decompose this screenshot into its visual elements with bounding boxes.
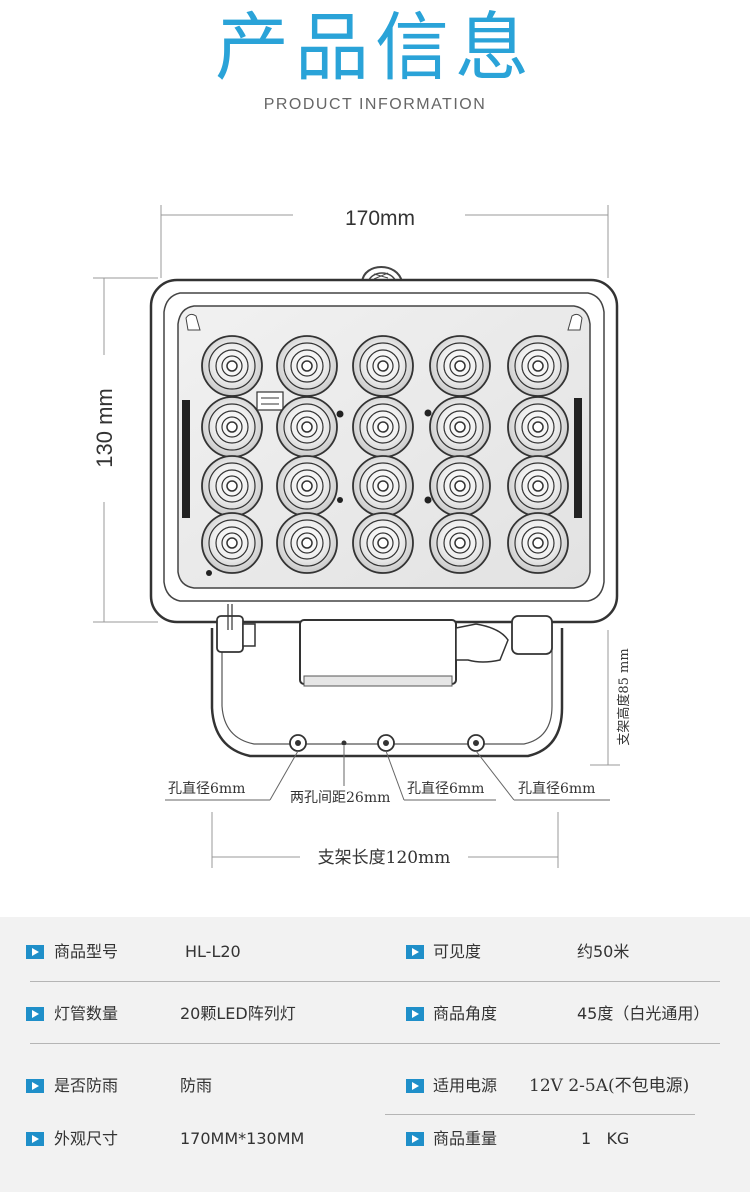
- led-lens: [507, 512, 569, 574]
- spec-label: 是否防雨: [54, 1076, 119, 1095]
- led-lens: [429, 396, 491, 458]
- spec-value: HL-L20: [185, 942, 241, 961]
- led-lens: [507, 455, 569, 517]
- row-divider: [30, 981, 720, 982]
- bracket-height-label: 支架高度85 mm: [616, 648, 632, 745]
- spec-label: 适用电源: [433, 1076, 498, 1095]
- height-label: 130 mm: [92, 388, 117, 467]
- spec-label: 灯管数量: [54, 1004, 119, 1023]
- spec-item-visibility: 可见度 约50米: [375, 932, 750, 972]
- spec-item-weight: 商品重量 1 KG: [375, 1119, 750, 1159]
- led-lens: [201, 396, 263, 458]
- led-lens: [352, 455, 414, 517]
- led-lens: [201, 512, 263, 574]
- page-title: 产品信息: [215, 5, 535, 91]
- spec-label: 商品型号: [54, 942, 119, 961]
- spec-value: 约50米: [577, 942, 630, 961]
- spec-item-led-count: 灯管数量 20颗LED阵列灯: [0, 994, 375, 1034]
- play-arrow-icon: [26, 1079, 44, 1093]
- spec-value: 12V 2-5A(不包电源): [529, 1076, 690, 1096]
- led-lens: [507, 335, 569, 397]
- spec-value: 45度（白光通用）: [577, 1004, 710, 1023]
- spec-label: 商品角度: [433, 1004, 498, 1023]
- bracket-length-label: 支架长度120mm: [318, 848, 451, 868]
- led-lens: [429, 512, 491, 574]
- spec-value: 20颗LED阵列灯: [180, 1004, 296, 1023]
- hole-mid-label: 孔直径6mm: [407, 780, 484, 797]
- led-lens: [429, 455, 491, 517]
- bracket-height-dimension: 支架高度85 mm: [590, 630, 632, 766]
- led-lens: [507, 396, 569, 458]
- led-lens: [352, 396, 414, 458]
- height-dimension: 130 mm: [92, 277, 158, 623]
- led-lens: [352, 512, 414, 574]
- spec-item-size: 外观尺寸 170MM*130MM: [0, 1119, 375, 1159]
- led-lens: [276, 396, 338, 458]
- spec-item-waterproof: 是否防雨 防雨: [0, 1066, 375, 1106]
- play-arrow-icon: [26, 1007, 44, 1021]
- spec-value: 170MM*130MM: [180, 1129, 305, 1148]
- hole-callouts: 孔直径6mm 两孔间距26mm 孔直径6mm 孔直径6mm: [165, 746, 610, 806]
- row-divider: [385, 1114, 695, 1115]
- led-lens: [276, 455, 338, 517]
- page-subtitle: PRODUCT INFORMATION: [263, 96, 487, 113]
- spec-label: 商品重量: [433, 1129, 498, 1148]
- product-diagram: 170mm 130 mm: [92, 205, 632, 868]
- spec-row: 是否防雨 防雨 适用电源 12V 2-5A(不包电源): [0, 1066, 750, 1106]
- spec-label: 外观尺寸: [54, 1129, 119, 1148]
- led-lens: [352, 335, 414, 397]
- play-arrow-icon: [406, 1132, 424, 1146]
- led-lens: [201, 335, 263, 397]
- spec-value: 1 KG: [581, 1129, 630, 1148]
- hole-right-label: 孔直径6mm: [518, 780, 595, 797]
- hole-spacing-label: 两孔间距26mm: [290, 790, 390, 806]
- play-arrow-icon: [406, 1079, 424, 1093]
- spec-item-model: 商品型号 HL-L20: [0, 932, 375, 972]
- led-lens: [276, 512, 338, 574]
- led-lens: [201, 455, 263, 517]
- spec-label: 可见度: [433, 942, 482, 961]
- hole-left-label: 孔直径6mm: [168, 780, 245, 797]
- play-arrow-icon: [26, 1132, 44, 1146]
- play-arrow-icon: [26, 945, 44, 959]
- led-lens: [276, 335, 338, 397]
- spec-item-power: 适用电源 12V 2-5A(不包电源): [375, 1066, 750, 1106]
- play-arrow-icon: [406, 1007, 424, 1021]
- width-dimension: 170mm: [160, 205, 609, 278]
- play-arrow-icon: [406, 945, 424, 959]
- spec-row: 外观尺寸 170MM*130MM 商品重量 1 KG: [0, 1119, 750, 1159]
- spec-item-angle: 商品角度 45度（白光通用）: [375, 994, 750, 1034]
- row-divider: [30, 1043, 720, 1044]
- led-lens: [429, 335, 491, 397]
- spec-table: 商品型号 HL-L20 可见度 约50米 灯管数量 20颗LED阵列灯 商品角度…: [0, 917, 750, 1192]
- width-label: 170mm: [345, 207, 415, 230]
- led-array: [201, 335, 569, 574]
- spec-row: 商品型号 HL-L20 可见度 约50米: [0, 932, 750, 972]
- spec-value: 防雨: [180, 1076, 213, 1095]
- mounting-bracket: [210, 604, 564, 758]
- bracket-length-dimension: 支架长度120mm: [211, 812, 559, 868]
- spec-row: 灯管数量 20颗LED阵列灯 商品角度 45度（白光通用）: [0, 994, 750, 1034]
